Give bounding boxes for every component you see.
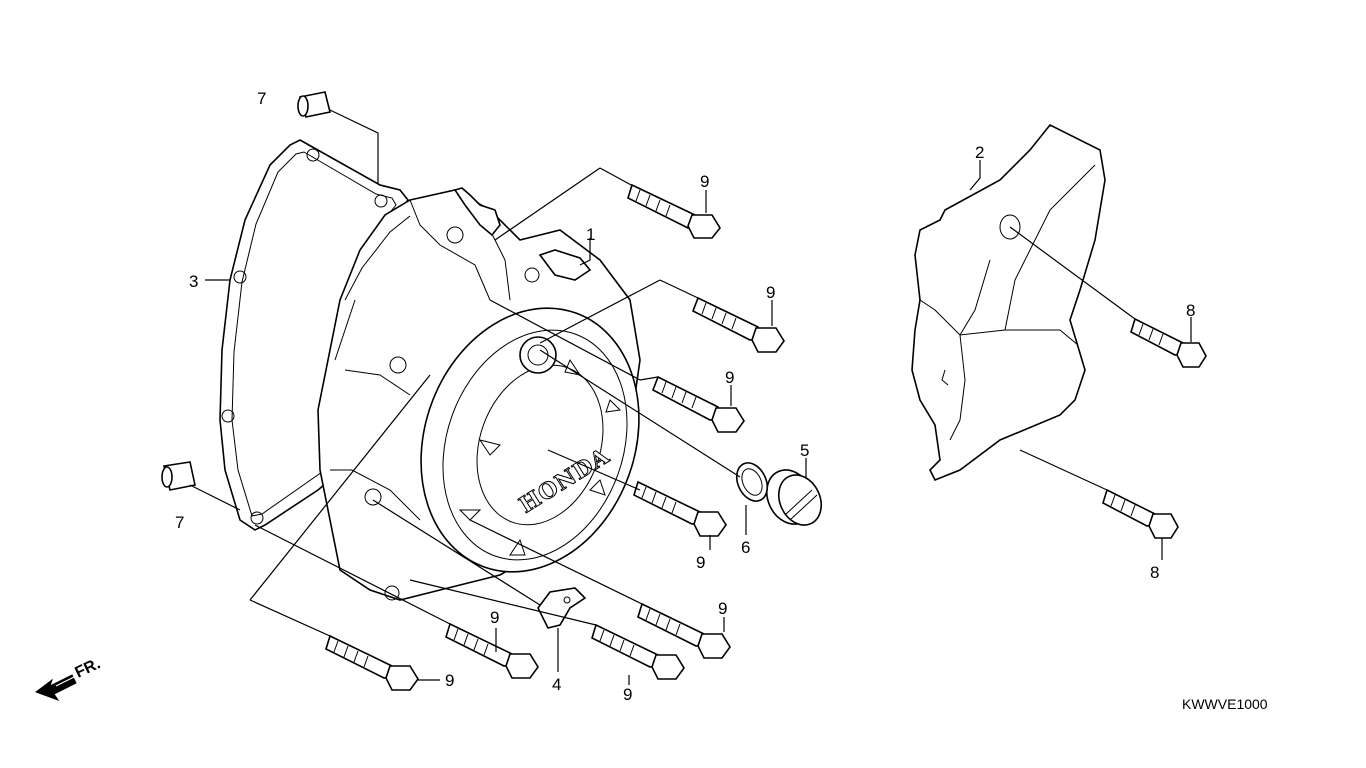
front-label: FR. <box>73 655 104 681</box>
bolt-9-top <box>627 183 721 239</box>
leader-lines <box>189 109 1192 685</box>
callout-9-lower-right: 9 <box>718 599 727 618</box>
callout-2: 2 <box>975 143 984 162</box>
dowel-pin-bottom <box>161 461 196 491</box>
bolt-8-upper <box>1130 317 1207 368</box>
bolt-9-bottom-left <box>325 634 419 691</box>
callout-4: 4 <box>552 675 561 694</box>
callout-9-mid-right: 9 <box>725 368 734 387</box>
callout-5: 5 <box>800 441 809 460</box>
timing-hole-cap-part-5 <box>766 469 822 526</box>
dowel-pin-top <box>297 91 331 118</box>
callout-8-upper: 8 <box>1186 301 1195 320</box>
callout-9-top: 9 <box>700 172 709 191</box>
bolt-9-bottom-center <box>591 623 685 680</box>
callout-9-bottom-left: 9 <box>445 671 454 690</box>
callout-9-lower-mid: 9 <box>696 553 705 572</box>
front-direction-arrow: FR. <box>34 655 104 701</box>
bolt-9-bottom-mid-left <box>445 622 539 679</box>
callout-3: 3 <box>189 272 198 291</box>
callout-8-lower: 8 <box>1150 563 1159 582</box>
bolt-8-lower <box>1102 488 1179 539</box>
callout-9-bottom-center: 9 <box>623 685 632 704</box>
bolt-9-lower-right <box>637 602 731 659</box>
drawing-code: KWWVE1000 <box>1182 696 1268 712</box>
callout-labels: 1 2 3 4 5 6 7 7 8 8 9 9 9 9 9 9 9 9 <box>175 89 1195 704</box>
bolt-9-upper-right <box>691 296 785 353</box>
callout-9-upper-right: 9 <box>766 283 775 302</box>
sprocket-cover-part-2 <box>911 123 1106 482</box>
callout-6: 6 <box>741 538 750 557</box>
callout-9-bottom-mid-left: 9 <box>490 608 499 627</box>
wire-clamp-part-4 <box>537 587 587 629</box>
callout-1: 1 <box>586 225 595 244</box>
o-ring-part-6 <box>735 462 769 502</box>
bolt-9-mid-right <box>651 375 745 433</box>
bolt-9-lower-mid <box>633 480 727 537</box>
callout-7-bottom: 7 <box>175 513 184 532</box>
callout-7-top: 7 <box>257 89 266 108</box>
crankcase-cover-part-1: HONDA <box>317 187 641 601</box>
